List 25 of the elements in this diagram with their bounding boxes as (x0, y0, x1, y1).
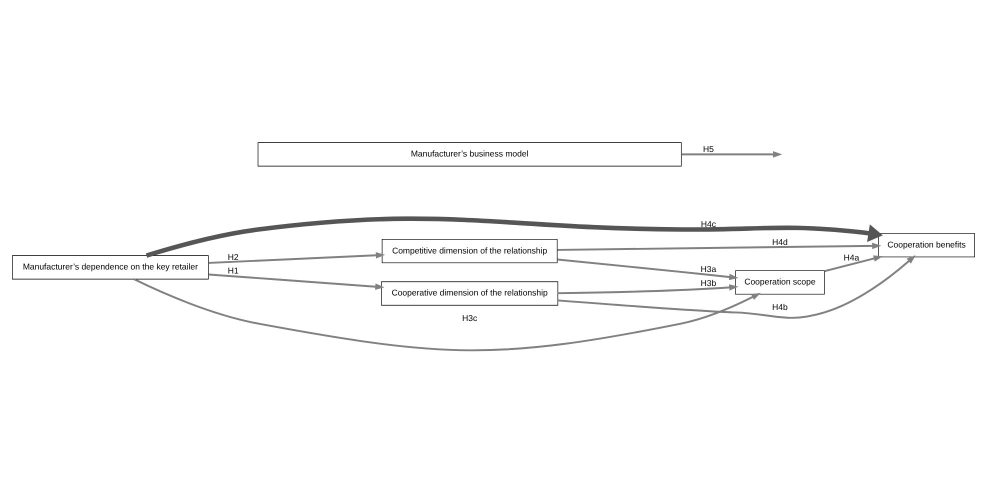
node-box: Manufacturer’s business model (258, 142, 682, 166)
edge-label: H4a (844, 252, 860, 262)
edge-label: H3b (700, 277, 716, 288)
arrow (208, 252, 386, 264)
arrow (134, 278, 761, 351)
edge-label: H3a (700, 264, 716, 274)
node-box: Cooperative dimension of the relationship (381, 280, 558, 306)
node-box: Manufacturer’s dependence on the key retailer (12, 254, 209, 279)
edge-label: H4d (772, 236, 788, 246)
arrow (558, 254, 916, 318)
arrow (557, 258, 738, 280)
arrow (824, 254, 883, 272)
node-box: Cooperation scope (735, 270, 825, 294)
edge-label: H5 (702, 144, 714, 154)
edge-label: H4b (772, 302, 788, 312)
edge-label: H2 (228, 251, 239, 262)
node-box: Competitive dimension of the relationship (382, 238, 558, 263)
arrow (208, 273, 384, 290)
edge-label: H4c (700, 218, 716, 229)
arrow (558, 284, 738, 294)
arrow (146, 216, 883, 258)
edge-label: H1 (228, 265, 239, 276)
edge-label: H3c (462, 312, 478, 323)
node-box: Cooperation benefits (878, 232, 975, 257)
arrow (557, 242, 882, 250)
